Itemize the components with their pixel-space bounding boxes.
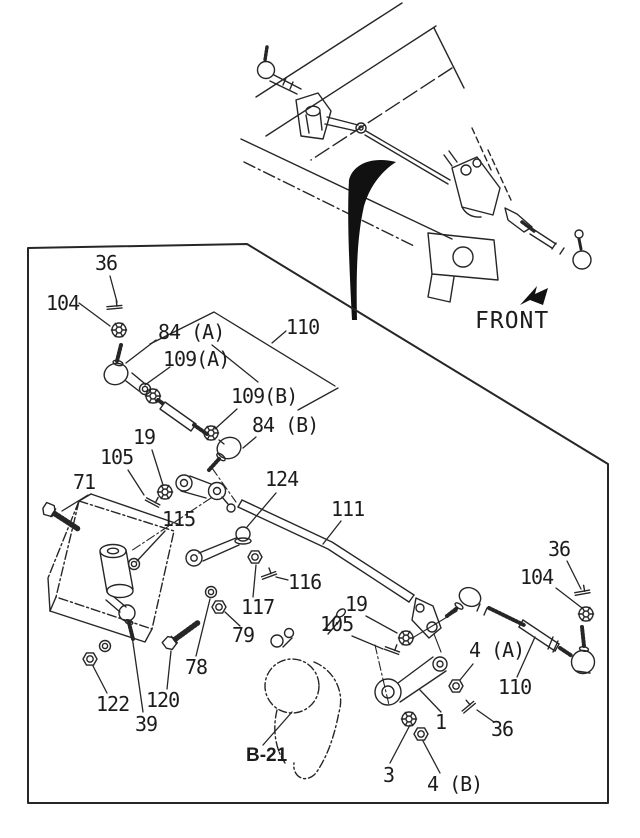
- callout-105-left: 105: [100, 445, 134, 469]
- leader-lines: [61, 275, 583, 774]
- washer-4B: [413, 727, 429, 741]
- callout-105-right: 105: [320, 612, 354, 636]
- callout-36-bottom: 36: [491, 717, 514, 741]
- callout-19-left: 19: [133, 425, 156, 449]
- cotter-pin-36-bottom: [457, 696, 477, 714]
- callout-36-upper-left: 36: [95, 251, 118, 275]
- callout-110-right: 110: [498, 675, 532, 699]
- cotter-pin-105-left: [144, 492, 164, 508]
- castle-nut-19-right: [397, 630, 415, 646]
- callout-111: 111: [331, 497, 365, 521]
- callout-117: 117: [241, 595, 275, 619]
- overview-frame-rails: [240, 2, 512, 247]
- cotter-pin-36-upper: [105, 299, 123, 310]
- zoom-sweep-arc: [348, 160, 396, 320]
- steering-gear-reference: [264, 658, 342, 780]
- callout-36-right: 36: [548, 537, 571, 561]
- upper-tie-rod-assembly: [103, 299, 242, 472]
- overview-idler-bracket: [295, 92, 367, 140]
- relay-rod-end-joint: [383, 586, 482, 656]
- nut-79: [211, 600, 227, 614]
- front-direction-arrow-icon: [520, 286, 548, 305]
- castle-nut-104-right: [577, 606, 595, 622]
- castle-nut-19-left: [156, 484, 174, 500]
- callout-4B: 4 (B): [427, 772, 483, 796]
- castle-nut-104-upper: [110, 322, 128, 338]
- callout-71: 71: [73, 470, 96, 494]
- overview-knuckle-arm: [504, 207, 533, 233]
- nut-3: [400, 711, 418, 727]
- right-tie-rod-assembly: [476, 583, 596, 675]
- overview-tie-rod-end-left: [256, 45, 302, 95]
- callout-79: 79: [232, 623, 255, 647]
- callout-116: 116: [288, 570, 322, 594]
- steering-gear-top-details: [270, 608, 347, 648]
- washer-122: [98, 639, 112, 653]
- callout-110-upper: 110: [286, 315, 320, 339]
- callout-104-right: 104: [520, 565, 554, 589]
- cotter-pin-105-right: [383, 640, 403, 656]
- nut-122: [82, 652, 98, 666]
- pitman-arm-group: [374, 644, 477, 741]
- overview-bracket-plate: [427, 232, 499, 303]
- cotter-pin-36-right: [573, 583, 591, 596]
- bolt-120: [161, 618, 201, 652]
- callout-120: 120: [146, 688, 180, 712]
- idler-arm-bracket-group: [40, 467, 278, 666]
- callout-122: 122: [96, 692, 130, 716]
- callout-4A: 4 (A): [469, 638, 525, 662]
- overview-drag-link: [520, 220, 592, 270]
- front-direction-label: FRONT: [475, 308, 550, 334]
- callout-39: 39: [135, 712, 158, 736]
- nut-117: [247, 550, 263, 564]
- callout-109A: 109(A): [163, 347, 230, 371]
- callout-109B: 109(B): [231, 384, 298, 408]
- washer-4A: [448, 679, 464, 693]
- callout-1: 1: [435, 710, 447, 734]
- main-panel-border: [27, 243, 609, 804]
- callout-124: 124: [265, 467, 299, 491]
- reference-code-b21: B-21: [246, 745, 288, 766]
- callout-84A: 84 (A): [158, 320, 225, 344]
- callout-3: 3: [383, 763, 395, 787]
- callout-104-upper-left: 104: [46, 291, 80, 315]
- callout-84B: 84 (B): [252, 413, 319, 437]
- overview-relay-rod: [364, 130, 451, 185]
- callout-78: 78: [185, 655, 208, 679]
- relay-rod: [237, 499, 415, 603]
- washer-78: [204, 585, 218, 599]
- callout-19-right: 19: [345, 592, 368, 616]
- callout-115: 115: [162, 507, 196, 531]
- cotter-pin-116: [258, 565, 278, 580]
- overview-steering-gear: [443, 150, 501, 218]
